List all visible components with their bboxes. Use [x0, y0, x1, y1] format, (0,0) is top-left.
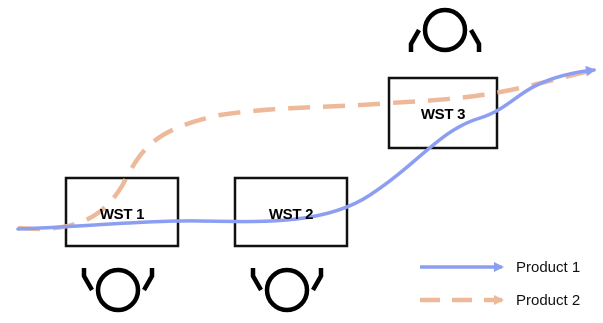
- operator-head-icon: [81, 267, 155, 313]
- product-1-flow-line: [16, 65, 596, 231]
- workstation-3-box: [387, 76, 499, 150]
- workstation-2-label: WST 2: [269, 206, 313, 223]
- operator-head-icon: [250, 267, 324, 313]
- legend: Product 1 Product 2: [420, 259, 580, 309]
- workstation-1-label: WST 1: [100, 206, 144, 223]
- legend-item-product-1: Product 1: [420, 259, 580, 276]
- workstation-3-label: WST 3: [421, 106, 465, 123]
- legend-label-product-1: Product 1: [516, 259, 580, 276]
- legend-label-product-2: Product 2: [516, 292, 580, 309]
- workstation-3: [387, 76, 499, 150]
- legend-item-product-2: Product 2: [420, 292, 580, 309]
- operator-head-icon: [408, 7, 482, 53]
